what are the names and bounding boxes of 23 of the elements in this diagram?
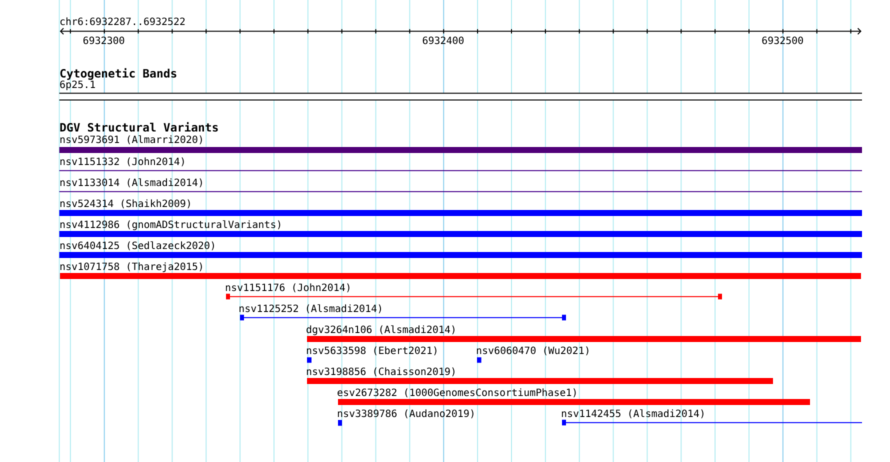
tick-label: 6932400	[422, 36, 464, 44]
locus-label: chr6:6932287..6932522	[60, 17, 185, 26]
variant-label: nsv3389786 (Audano2019)	[338, 409, 474, 418]
track-title: Cytogenetic Bands	[60, 68, 176, 80]
tick-label: 6932500	[762, 36, 803, 44]
variant-label: nsv1071758 (Thareja2015)	[60, 262, 202, 272]
tick-label: 6932300	[83, 36, 124, 44]
variant-label: nsv1151332 (John2014)	[60, 157, 184, 166]
variant-label: nsv3198856 (Chaisson2019)	[306, 367, 454, 376]
variant-label: nsv524314 (Shaikh2009)	[60, 199, 190, 208]
variant-label: nsv1151176 (John2014)	[226, 283, 350, 292]
variant-label: nsv6060470 (Wu2021)	[476, 346, 588, 356]
track-title: DGV Structural Variants	[60, 122, 218, 132]
variant-label: nsv1125252 (Alsmadi2014)	[240, 304, 381, 314]
variant-label: nsv5633598 (Ebert2021)	[306, 346, 436, 356]
variant-label: nsv1133014 (Alsmadi2014)	[60, 178, 202, 188]
variant-label: esv2673282 (1000GenomesConsortiumPhase1)	[338, 388, 576, 398]
variant-label: nsv1142455 (Alsmadi2014)	[562, 409, 704, 418]
variant-label: nsv6404125 (Sedlazeck2020)	[60, 241, 214, 250]
variant-label: nsv5973691 (Almarri2020)	[60, 135, 202, 144]
variant-label: nsv4112986 (gnomADStructuralVariants)	[60, 220, 280, 230]
band-label: 6p25.1	[60, 80, 95, 90]
variant-label: dgv3264n106 (Alsmadi2014)	[306, 325, 454, 336]
